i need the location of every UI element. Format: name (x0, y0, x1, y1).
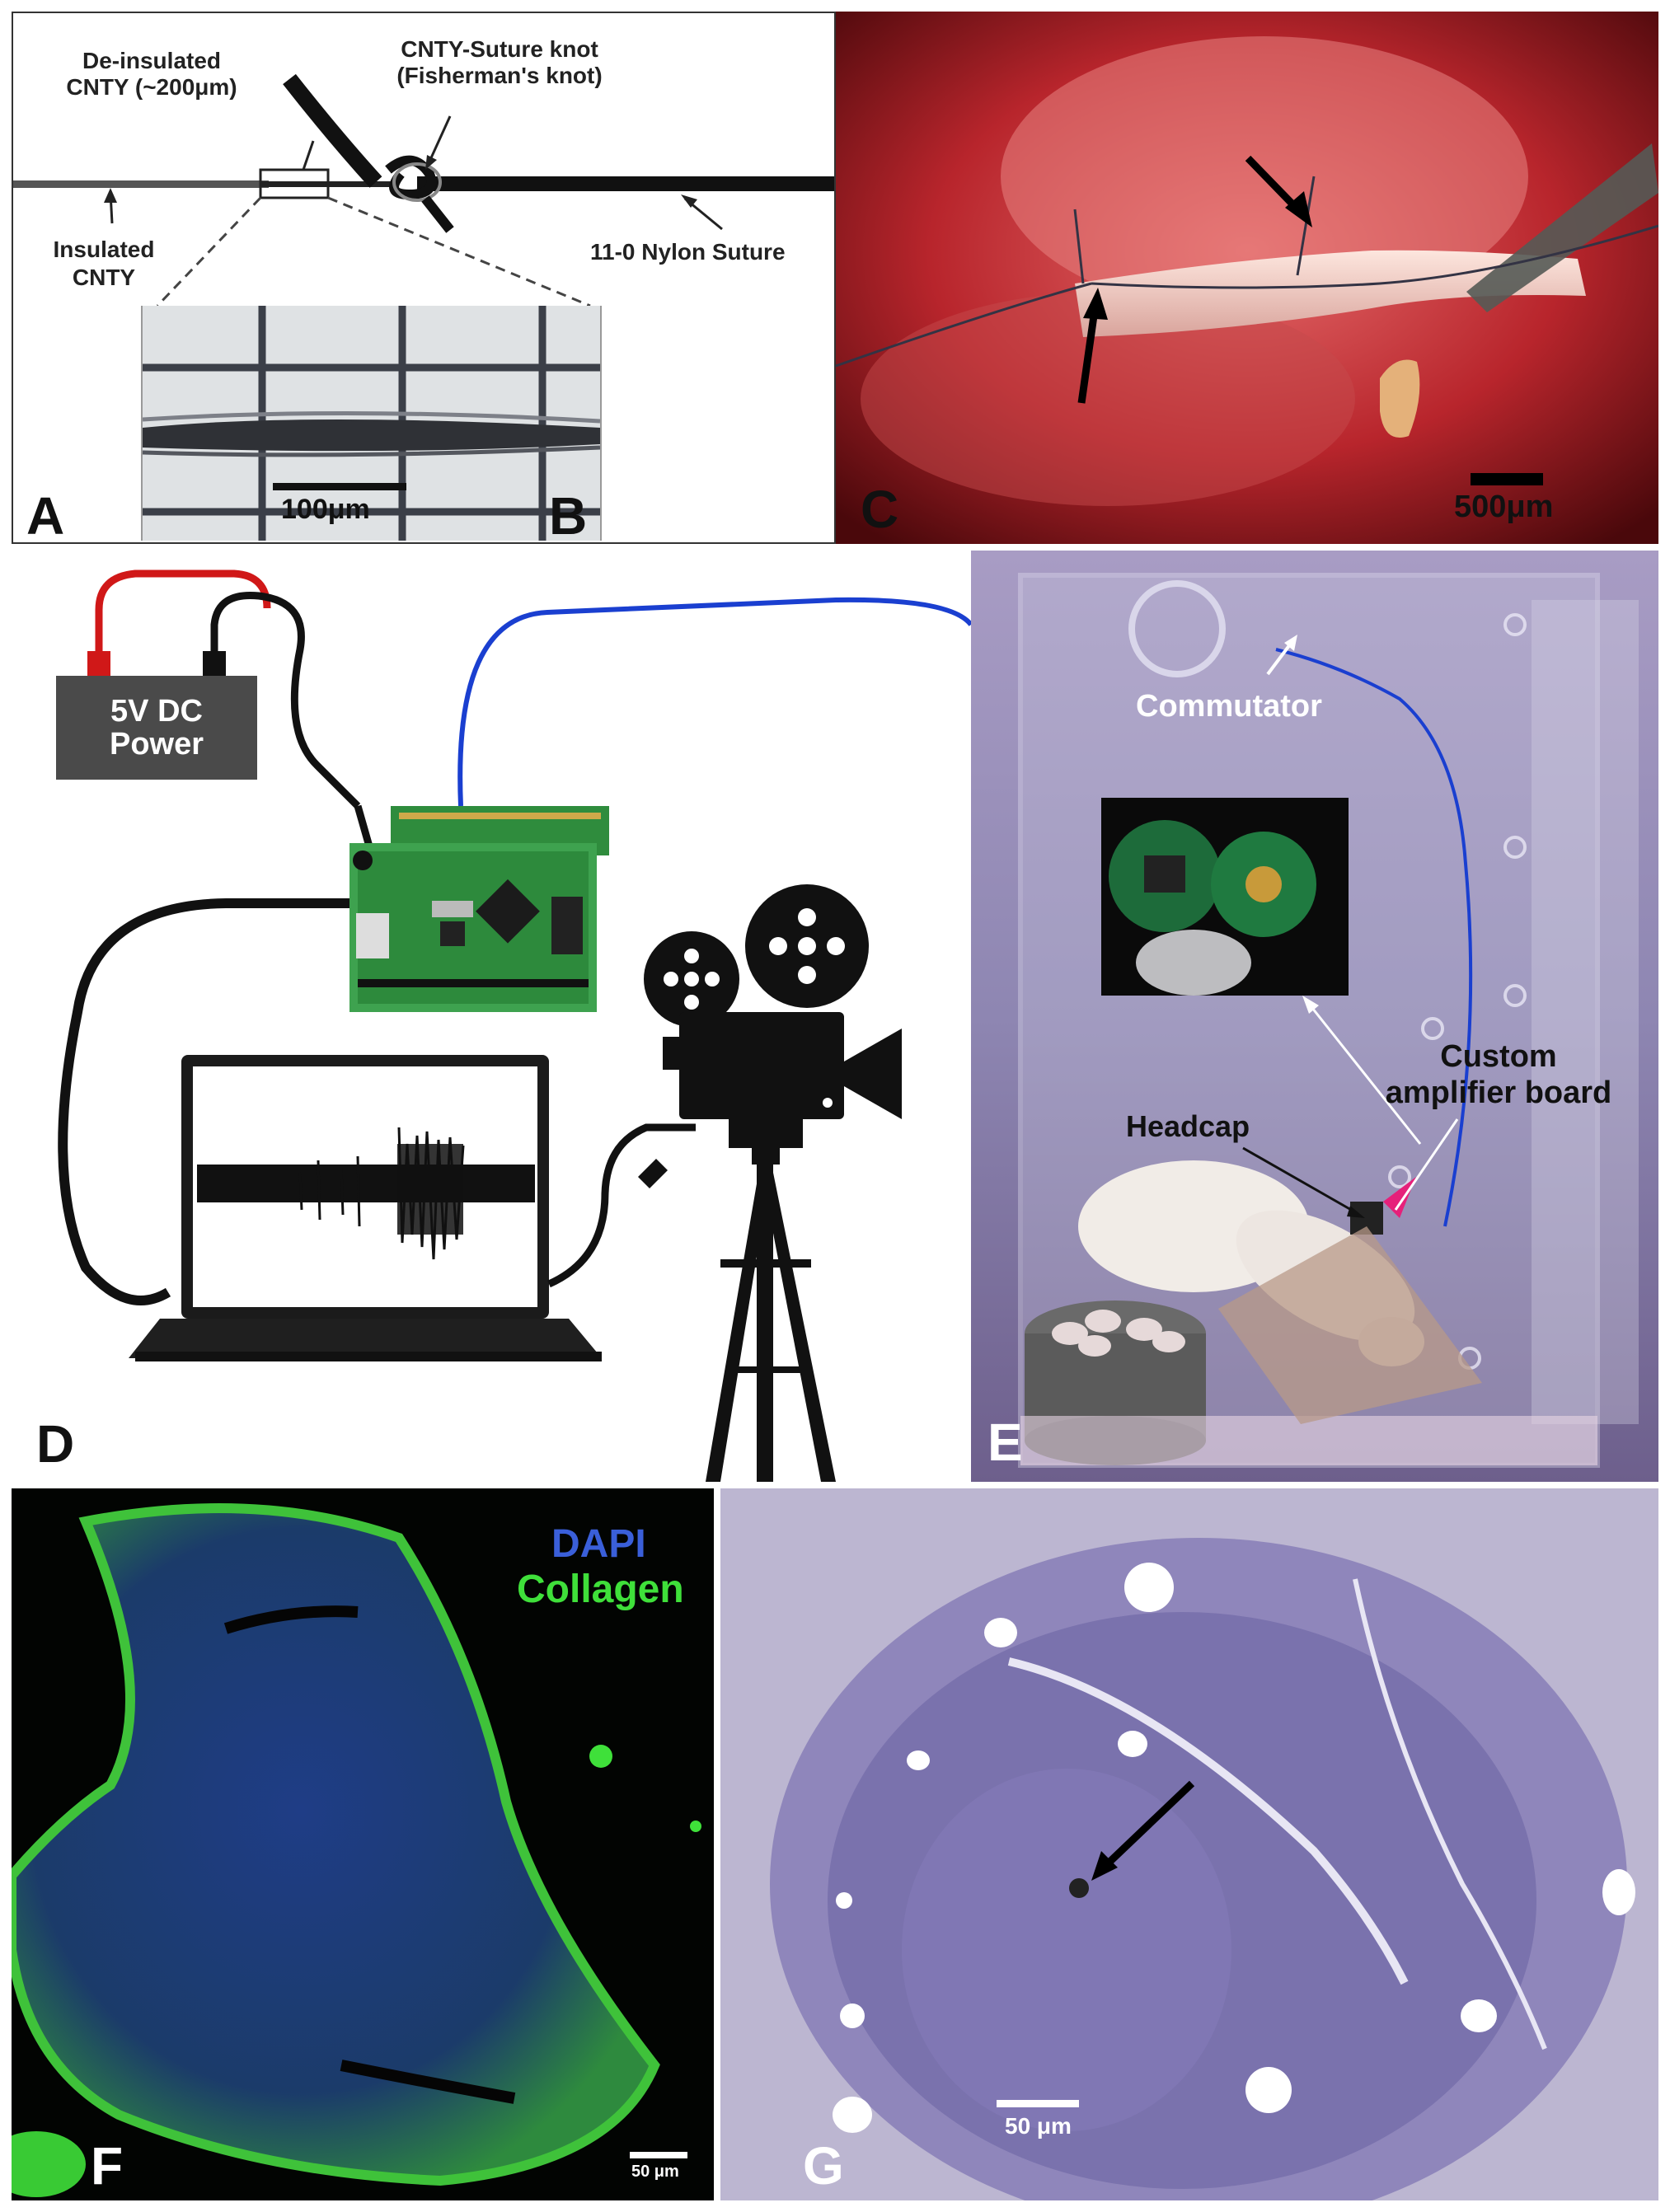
panel-d-drawing (56, 569, 971, 1482)
panel-g-letter: G (803, 2136, 844, 2196)
panel-c-letter: C (861, 480, 899, 539)
insulated-label-line2: CNTY (72, 265, 136, 290)
panel-b-inset: 100μm (141, 306, 602, 541)
amplifier-label-line2: amplifier board (1385, 1076, 1612, 1110)
panel-a: De-insulated CNTY (~200μm) CNTY-Suture k… (12, 12, 836, 544)
amplifier-label-line1: Custom (1440, 1039, 1557, 1074)
panel-g-micrograph (720, 1488, 1658, 2200)
panel-c-scale-label: 500μm (1454, 490, 1554, 524)
power-label-line2: Power (109, 727, 204, 762)
panel-e-photo (971, 551, 1658, 1482)
panel-d: 5V DC Power D (12, 551, 971, 1482)
headcap-label: Headcap (1126, 1109, 1250, 1143)
amplifier-label: Custom amplifier board (1383, 1038, 1614, 1111)
panel-f-scale-label: 50 μm (631, 2163, 679, 2181)
power-supply (56, 676, 257, 780)
panel-b-micrograph (143, 306, 600, 541)
insulated-label-line1: Insulated (53, 237, 155, 262)
de-insulated-label-line1: De-insulated (82, 48, 222, 73)
commutator-label: Commutator (1136, 689, 1322, 724)
collagen-label: Collagen (517, 1568, 684, 1611)
arrow-knot (428, 115, 452, 162)
panel-a-drawing (13, 73, 834, 307)
panel-f-letter: F (91, 2136, 124, 2196)
suture-strand (283, 73, 382, 188)
nerve (1075, 250, 1586, 337)
panel-f: DAPI Collagen 50 μm F (12, 1488, 714, 2200)
power-label: 5V DC Power (56, 695, 257, 761)
usb-cable (58, 898, 349, 1305)
de-insulated-box (259, 168, 330, 199)
panel-c-photo (836, 12, 1658, 544)
panel-c: 500μm C (836, 12, 1658, 544)
panel-g-scale-label: 50 μm (1005, 2113, 1072, 2139)
panel-b-scale-label: 100μm (281, 494, 370, 525)
laptop (129, 1055, 602, 1361)
panel-b-letter: B (549, 486, 588, 544)
power-lead-red (95, 569, 271, 651)
dapi-label: DAPI (551, 1522, 646, 1566)
knot-label-line1: CNTY-Suture knot (401, 36, 598, 62)
power-label-line1: 5V DC (110, 694, 203, 729)
panel-g: 50 μm G (720, 1488, 1658, 2200)
de-insulated-cnty (260, 181, 392, 187)
de-insulated-label-line2: CNTY (~200μm) (66, 74, 237, 100)
knot-label: CNTY-Suture knot (Fisherman's knot) (376, 36, 623, 89)
emg-signal (197, 1127, 535, 1260)
blue-cable (457, 597, 971, 807)
tissue-section (12, 1503, 660, 2186)
insulated-label: Insulated CNTY (30, 236, 178, 292)
arrow-lower (1077, 303, 1100, 404)
de-insulated-label: De-insulated CNTY (~200μm) (53, 48, 251, 101)
suture-label: 11-0 Nylon Suture (590, 239, 786, 265)
insulated-cnty (13, 180, 269, 188)
knot-label-line2: (Fisherman's knot) (396, 63, 603, 88)
panel-e: Commutator Custom amplifier board Headca… (971, 551, 1658, 1482)
panel-d-letter: D (36, 1414, 75, 1474)
camera-cable (547, 1123, 696, 1288)
panel-e-letter: E (987, 1413, 1023, 1472)
power-lead-black (210, 591, 361, 809)
commutator (1128, 580, 1226, 677)
arrow-de-insulated (302, 140, 315, 171)
daq-board (349, 806, 609, 1012)
arrow-electrode (1100, 1780, 1195, 1871)
panel-a-letter: A (26, 486, 65, 544)
panel-f-micrograph (12, 1503, 701, 2197)
nylon-suture (417, 176, 834, 191)
video-camera (644, 884, 902, 1482)
